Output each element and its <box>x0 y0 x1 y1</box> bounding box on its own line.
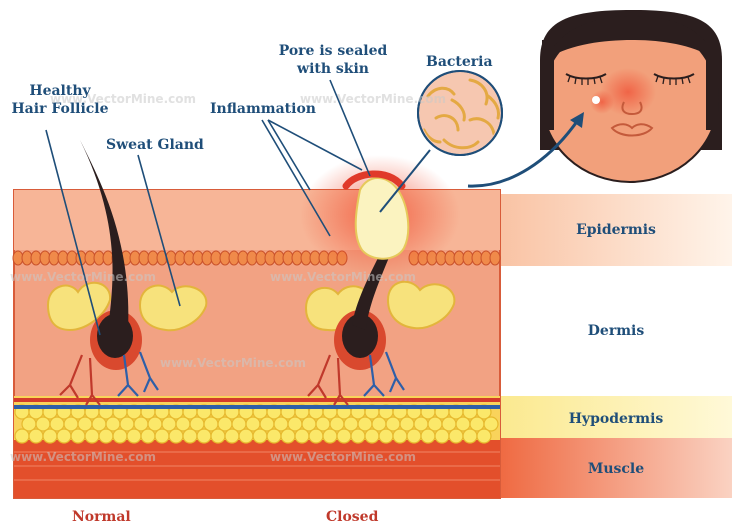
watermark: www.VectorMine.com <box>270 270 416 284</box>
layer-label-dermis: Dermis <box>500 323 732 339</box>
watermark: www.VectorMine.com <box>10 270 156 284</box>
face-illustration <box>540 10 722 182</box>
layer-label-epidermis: Epidermis <box>500 222 732 238</box>
pimple <box>592 96 600 104</box>
label-bacteria: Bacteria <box>426 53 493 71</box>
watermark: www.VectorMine.com <box>160 356 306 370</box>
watermark: www.VectorMine.com <box>270 450 416 464</box>
caption-normal: Normal <box>72 509 131 525</box>
caption-closed: Closed <box>326 509 378 525</box>
watermark: www.VectorMine.com <box>300 92 446 106</box>
layer-label-muscle: Muscle <box>500 461 732 477</box>
label-pore-sealed: Pore is sealed with skin <box>276 42 390 78</box>
label-sweat-gland: Sweat Gland <box>106 136 204 154</box>
watermark: www.VectorMine.com <box>50 92 196 106</box>
watermark: www.VectorMine.com <box>10 450 156 464</box>
layer-label-hypodermis: Hypodermis <box>500 411 732 427</box>
